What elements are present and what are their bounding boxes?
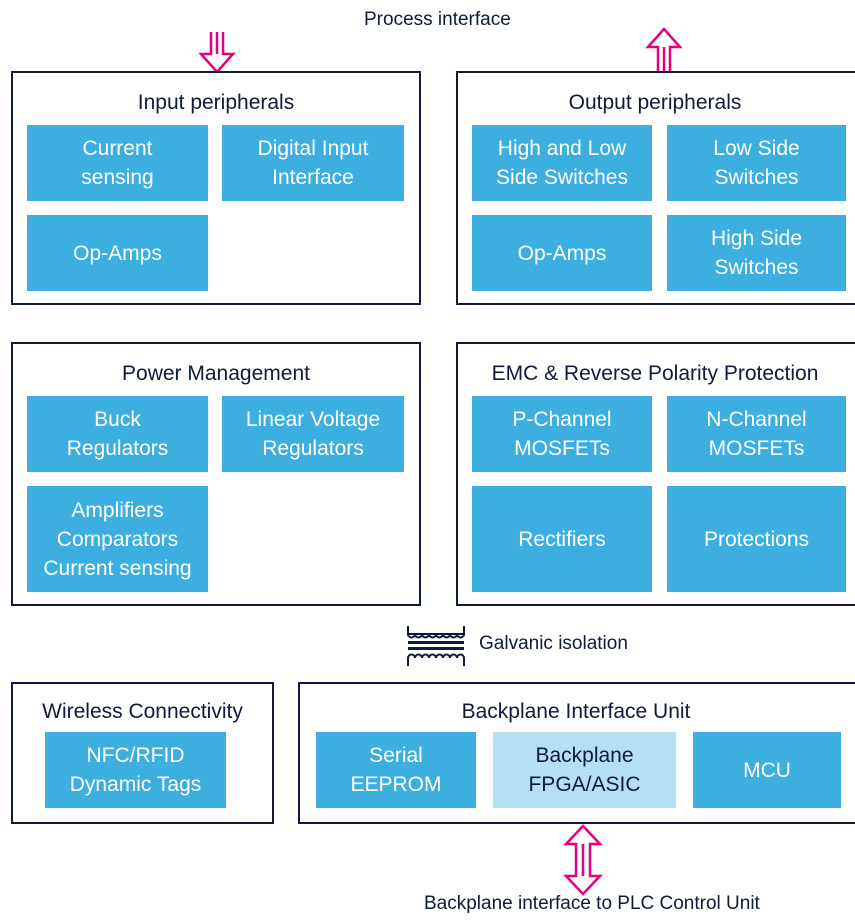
linear-voltage-regulators-block: Linear Voltage Regulators	[222, 396, 404, 472]
nfc-rfid-block: NFC/RFID Dynamic Tags	[45, 732, 226, 808]
wireless-connectivity-title: Wireless Connectivity	[42, 700, 243, 723]
double-arrow-bidirectional-icon	[563, 824, 603, 896]
n-channel-mosfets-block: N-Channel MOSFETs	[667, 396, 846, 472]
emc-protection-group: EMC & Reverse Polarity Protection P-Chan…	[456, 342, 855, 606]
backplane-fpga-asic-block: Backplane FPGA/ASIC	[493, 732, 676, 808]
buck-regulators-block: Buck Regulators	[27, 396, 208, 472]
high-side-switches-block: High Side Switches	[667, 215, 846, 291]
backplane-interface-unit-title: Backplane Interface Unit	[461, 700, 691, 723]
double-arrow-up-icon	[645, 27, 683, 71]
process-interface-label: Process interface	[364, 9, 511, 30]
transformer-icon	[407, 626, 465, 666]
power-management-title: Power Management	[122, 362, 310, 385]
input-op-amps-block: Op-Amps	[27, 215, 208, 291]
low-side-switches-block: Low Side Switches	[667, 125, 846, 201]
p-channel-mosfets-block: P-Channel MOSFETs	[472, 396, 652, 472]
backplane-interface-unit-group: Backplane Interface Unit Serial EEPROM B…	[298, 682, 855, 824]
input-peripherals-title: Input peripherals	[137, 91, 295, 114]
current-sensing-block: Current sensing	[27, 125, 208, 201]
emc-protection-title: EMC & Reverse Polarity Protection	[491, 362, 819, 385]
protections-block: Protections	[667, 486, 846, 592]
output-op-amps-block: Op-Amps	[472, 215, 652, 291]
high-low-side-switches-block: High and Low Side Switches	[472, 125, 652, 201]
serial-eeprom-block: Serial EEPROM	[316, 732, 476, 808]
wireless-connectivity-group: Wireless Connectivity NFC/RFID Dynamic T…	[11, 682, 274, 824]
rectifiers-block: Rectifiers	[472, 486, 652, 592]
backplane-interface-label: Backplane interface to PLC Control Unit	[424, 893, 760, 914]
output-peripherals-title: Output peripherals	[568, 91, 742, 114]
output-peripherals-group: Output peripherals High and Low Side Swi…	[456, 71, 855, 305]
galvanic-isolation-label: Galvanic isolation	[479, 633, 628, 654]
double-arrow-down-icon	[198, 32, 236, 74]
amplifiers-comparators-block: Amplifiers Comparators Current sensing	[27, 486, 208, 592]
power-management-group: Power Management Buck Regulators Linear …	[11, 342, 421, 606]
digital-input-interface-block: Digital Input Interface	[222, 125, 404, 201]
mcu-block: MCU	[693, 732, 841, 808]
input-peripherals-group: Input peripherals Current sensing Digita…	[11, 71, 421, 305]
